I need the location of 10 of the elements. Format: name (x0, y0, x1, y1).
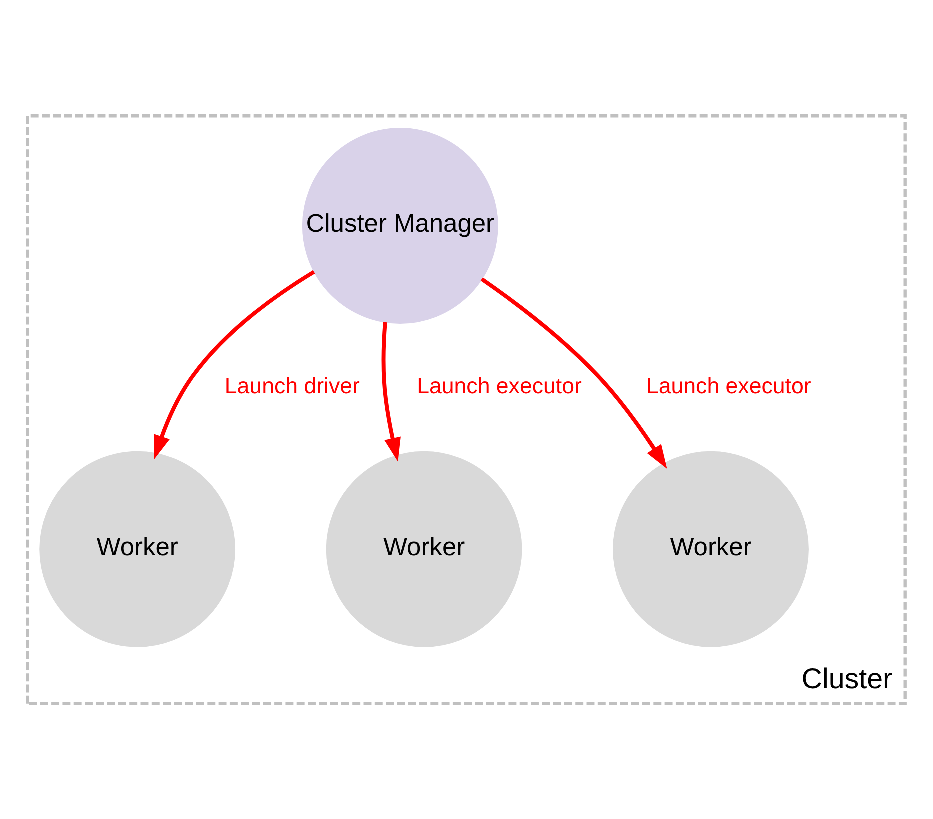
node-circle: Worker (40, 450, 236, 647)
arrow (382, 322, 401, 462)
edge-label: Launch executor (417, 373, 582, 398)
node-circle: Worker (326, 450, 522, 647)
edge-label: Launch driver (224, 373, 360, 398)
node-circle: Worker (613, 450, 809, 647)
edge-label: Launch executor (646, 373, 812, 398)
arrow (480, 277, 668, 468)
node-circle: Cluster Manager (302, 128, 498, 324)
arrow (154, 270, 316, 460)
